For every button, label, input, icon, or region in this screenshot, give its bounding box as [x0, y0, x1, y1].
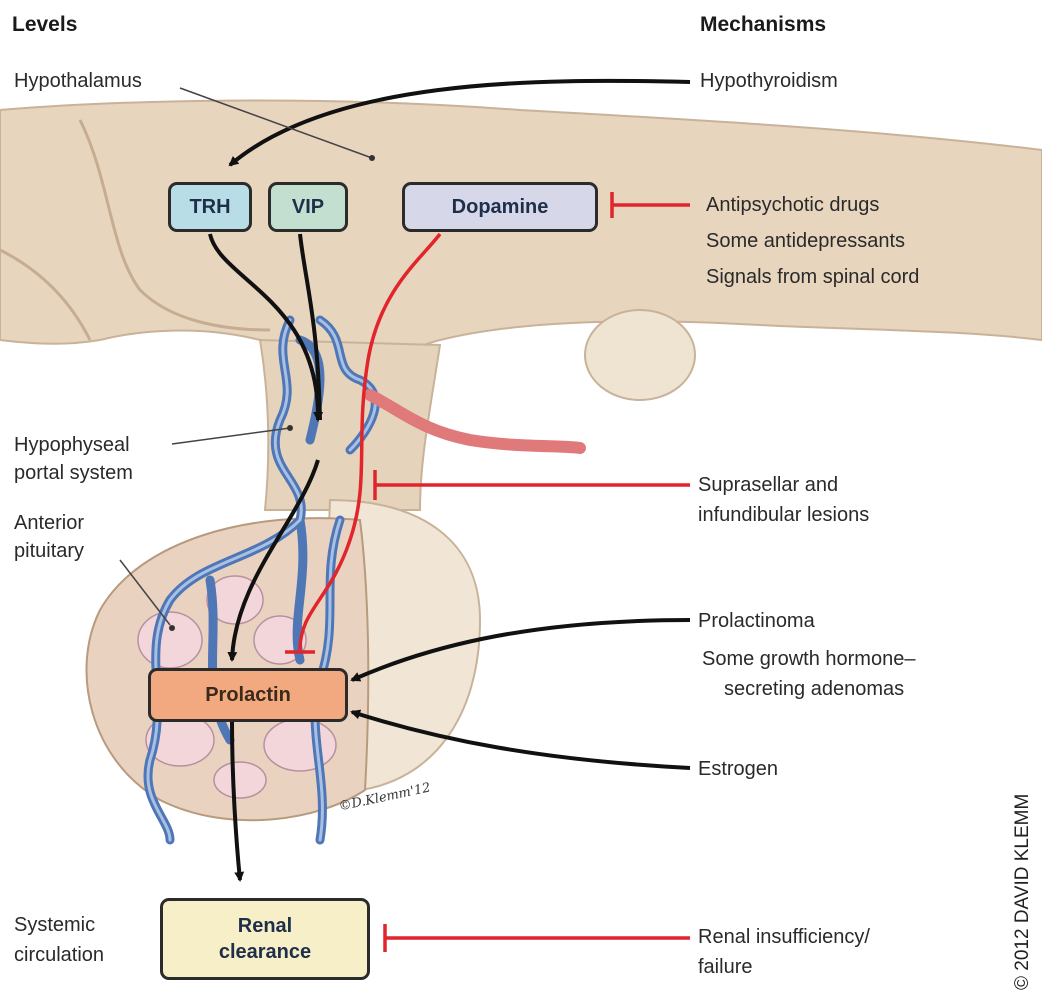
copyright-notice: © 2012 DAVID KLEMM	[1012, 794, 1034, 990]
mammillary-body	[585, 310, 695, 400]
prolactin-box: Prolactin	[148, 668, 348, 722]
mechanisms-header: Mechanisms	[700, 12, 826, 38]
spinal-cord-signals-label: Signals from spinal cord	[706, 264, 919, 290]
gh-adenoma-label-2: secreting adenomas	[724, 676, 904, 702]
hypothyroidism-label: Hypothyroidism	[700, 68, 838, 94]
dopamine-box: Dopamine	[402, 182, 598, 232]
renal-insufficiency-label-2: failure	[698, 954, 752, 980]
hypothalamus-pointer-dot	[369, 155, 375, 161]
portal-system-label-2: portal system	[14, 460, 133, 486]
systemic-circulation-label-1: Systemic	[14, 912, 95, 938]
estrogen-label: Estrogen	[698, 756, 778, 782]
portal-pointer-dot	[287, 425, 293, 431]
systemic-circulation-label-2: circulation	[14, 942, 104, 968]
vip-box: VIP	[268, 182, 348, 232]
renal-clearance-line-1: Renal	[238, 913, 292, 939]
renal-clearance-box: Renal clearance	[160, 898, 370, 980]
gh-adenoma-label-1: Some growth hormone–	[702, 646, 915, 672]
antipsychotic-drugs-label: Antipsychotic drugs	[706, 192, 879, 218]
anterior-pituitary-label-2: pituitary	[14, 538, 84, 564]
hypothalamus-label: Hypothalamus	[14, 68, 142, 94]
suprasellar-label-1: Suprasellar and	[698, 472, 838, 498]
trh-box: TRH	[168, 182, 252, 232]
suprasellar-label-2: infundibular lesions	[698, 502, 869, 528]
anterior-pointer-dot	[169, 625, 175, 631]
portal-system-label-1: Hypophyseal	[14, 432, 130, 458]
renal-clearance-line-2: clearance	[219, 939, 311, 965]
levels-header: Levels	[12, 12, 77, 38]
antidepressants-label: Some antidepressants	[706, 228, 905, 254]
prolactinoma-label: Prolactinoma	[698, 608, 815, 634]
anterior-pituitary-label-1: Anterior	[14, 510, 84, 536]
renal-insufficiency-label-1: Renal insufficiency/	[698, 924, 870, 950]
